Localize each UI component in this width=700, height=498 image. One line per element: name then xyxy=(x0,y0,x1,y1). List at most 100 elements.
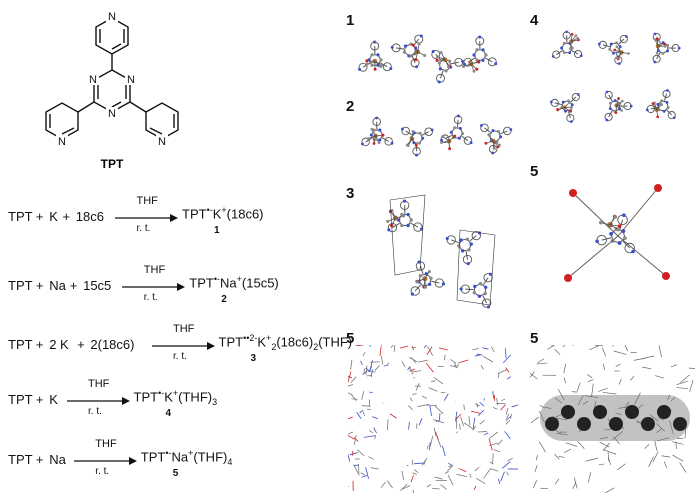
lattice-bond xyxy=(383,364,389,367)
atom xyxy=(579,54,583,58)
plus-sign: + xyxy=(35,278,44,293)
atom xyxy=(614,111,618,114)
product-ligand: (15c5) xyxy=(241,275,279,291)
lattice-bond xyxy=(370,361,380,363)
lattice-bond xyxy=(459,423,461,430)
lattice-bond xyxy=(576,382,581,392)
lattice-bond xyxy=(479,401,485,407)
lattice-bond xyxy=(350,359,353,370)
lattice-bond xyxy=(676,380,688,385)
product-main: TPT xyxy=(133,389,159,405)
atom xyxy=(388,209,393,214)
lattice-bond xyxy=(604,487,615,493)
atom xyxy=(617,62,621,65)
atom xyxy=(615,41,618,45)
atom xyxy=(556,108,559,111)
lattice-bond xyxy=(554,478,560,485)
atom xyxy=(417,42,421,46)
guest-sphere xyxy=(593,405,607,419)
atom xyxy=(378,138,382,142)
atom xyxy=(617,241,622,245)
atom xyxy=(475,67,479,71)
product-ligand-count: 2 xyxy=(313,341,319,352)
lattice-void xyxy=(446,430,490,470)
atom xyxy=(491,129,495,133)
pyridine-ring xyxy=(483,273,493,283)
lattice-bond xyxy=(426,484,432,488)
product-cation-count: 2 xyxy=(271,341,277,352)
lattice-bond xyxy=(624,345,629,352)
atom xyxy=(662,109,666,113)
lattice-bond xyxy=(412,472,417,476)
lattice-bond xyxy=(586,374,593,379)
lattice-bond xyxy=(410,475,414,483)
lattice-bond xyxy=(359,409,364,414)
atom xyxy=(495,139,499,143)
product-ligand-count: 3 xyxy=(212,396,218,407)
atom xyxy=(472,291,476,295)
product-main: TPT xyxy=(140,449,166,465)
bond xyxy=(617,235,667,277)
atom xyxy=(375,116,379,120)
lattice-bond xyxy=(557,388,565,401)
lattice-bond xyxy=(363,367,366,374)
lattice-bond xyxy=(423,345,427,349)
atom xyxy=(441,135,445,138)
atom xyxy=(401,127,404,131)
atom xyxy=(477,60,481,64)
lattice-bond xyxy=(402,485,411,490)
atom xyxy=(469,242,473,246)
atom xyxy=(437,61,441,65)
lattice-bond xyxy=(491,346,495,353)
atom xyxy=(418,131,422,135)
atom xyxy=(406,143,409,147)
lattice-bond xyxy=(399,345,408,349)
plus-sign: + xyxy=(35,392,44,407)
lattice-bond xyxy=(573,477,578,489)
arrow-head xyxy=(128,457,137,465)
atom xyxy=(419,34,423,38)
atom xyxy=(481,58,485,62)
atom xyxy=(569,47,572,50)
atom xyxy=(430,128,434,132)
pyridine-ring xyxy=(424,127,433,136)
atom xyxy=(410,292,414,296)
product-charge: •- xyxy=(165,448,172,458)
pyridine-ring xyxy=(487,57,497,67)
crystal-structure-4 xyxy=(549,30,681,123)
atom xyxy=(437,80,441,84)
atom xyxy=(421,136,425,140)
reactant: TPT xyxy=(8,209,33,224)
atom xyxy=(402,199,407,203)
atom xyxy=(365,62,369,66)
reactant: TPT xyxy=(8,452,33,467)
atom xyxy=(453,134,457,138)
reactant: 2 K xyxy=(49,337,69,352)
tpt-structure: N N N N N N TPT xyxy=(45,10,179,171)
atom xyxy=(492,146,496,150)
lattice-bond xyxy=(500,471,505,482)
bond xyxy=(567,235,619,279)
lattice-bond xyxy=(617,463,626,471)
solvent-label: THF xyxy=(136,195,158,207)
lattice-bond xyxy=(572,482,577,490)
lattice-bond xyxy=(537,358,545,364)
lattice-bond xyxy=(362,411,366,416)
product-cation-charge: + xyxy=(172,388,179,398)
atom xyxy=(436,55,440,59)
lattice-bond xyxy=(425,362,434,373)
pyridine-ring xyxy=(481,298,492,308)
lattice-bond xyxy=(409,368,415,372)
pyridine-ring xyxy=(436,73,445,83)
lattice-bond xyxy=(440,484,447,490)
atom xyxy=(390,45,394,49)
lattice-bond xyxy=(371,416,379,420)
panel-label-5a: 5 xyxy=(530,163,539,180)
atom xyxy=(622,105,626,108)
plus-sign: + xyxy=(62,209,71,224)
lattice-bond xyxy=(472,417,476,430)
atom xyxy=(656,115,660,119)
pyridine-ring xyxy=(552,50,561,59)
atom xyxy=(568,101,571,104)
lattice-bond xyxy=(350,394,357,401)
